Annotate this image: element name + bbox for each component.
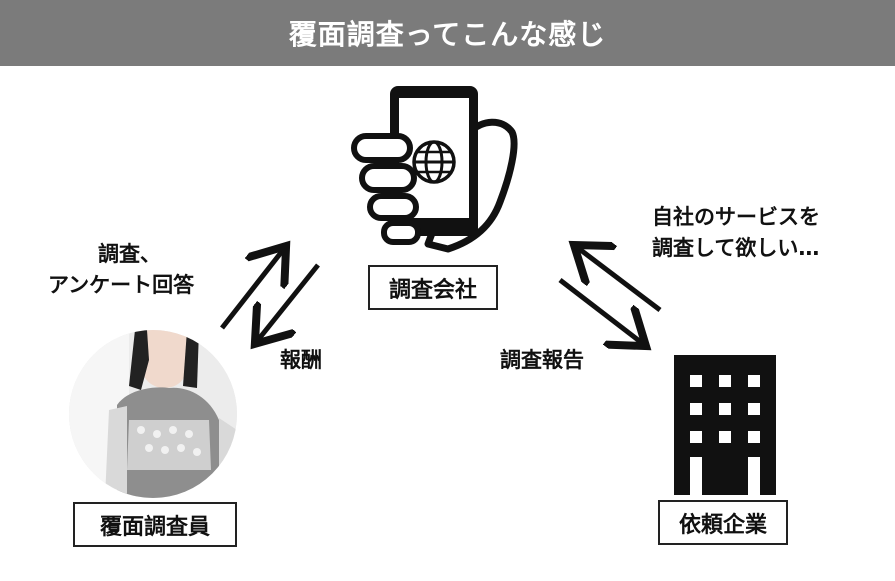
request-line-1: 自社のサービスを: [652, 205, 820, 229]
client-label: 依頼企業: [658, 500, 788, 545]
surveyor-label: 覆面調査員: [73, 502, 237, 547]
arrow-to-company: [220, 250, 283, 330]
request-line-2: 調査して欲しい…: [652, 236, 820, 260]
report-note: 調査報告: [500, 348, 584, 372]
surveyor-photo: [69, 330, 237, 498]
arrow-to-client: [558, 278, 642, 343]
building-icon: [674, 355, 776, 495]
arrow-to-surveyor: [258, 263, 320, 340]
survey-answer-note: 調査、 アンケート回答: [48, 239, 194, 301]
arrow-from-client: [578, 248, 662, 312]
page-title: 覆面調査ってこんな感じ: [0, 0, 895, 66]
survey-line-2: アンケート回答: [48, 273, 195, 297]
smartphone-hand-icon: [351, 86, 518, 253]
request-note: 自社のサービスを 調査して欲しい…: [652, 202, 820, 264]
reward-note: 報酬: [280, 348, 322, 372]
company-label: 調査会社: [368, 265, 498, 310]
survey-line-1: 調査、: [98, 242, 161, 266]
